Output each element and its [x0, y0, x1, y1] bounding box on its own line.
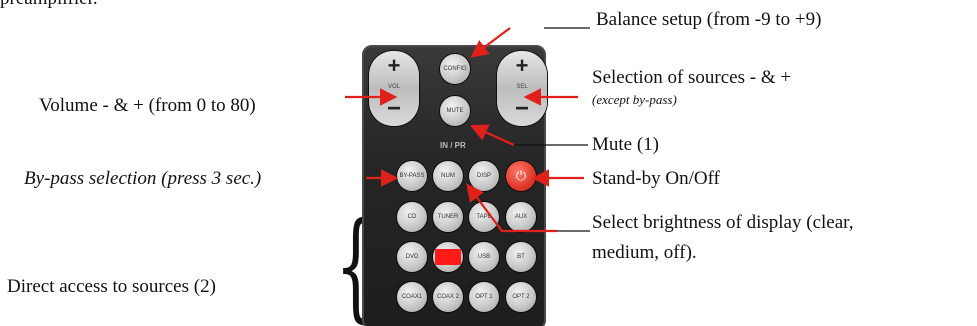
power-button[interactable]: ⏻ — [506, 161, 536, 191]
aux-button[interactable]: AUX — [506, 202, 536, 232]
bt-button[interactable]: BT — [506, 242, 536, 272]
coax1-button[interactable]: COAX1 — [397, 282, 427, 312]
bypass-label: By-pass selection (press 3 sec.) — [24, 168, 262, 189]
source-plus[interactable]: + — [515, 53, 529, 78]
sources-selection-note: (except by-pass) — [592, 92, 677, 107]
brightness-arrow — [466, 183, 557, 233]
opt1-button[interactable]: OPT 1 — [469, 282, 499, 312]
direct-access-label: Direct access to sources (2) — [7, 276, 216, 297]
cd-button[interactable]: CD — [397, 202, 427, 232]
num-button[interactable]: NUM — [433, 161, 463, 191]
balance-label: Balance setup (from -9 to +9) — [596, 9, 822, 30]
volume-plus[interactable]: + — [387, 53, 401, 78]
red-source-button[interactable] — [433, 242, 463, 272]
mute-button[interactable]: MUTE — [440, 96, 470, 126]
bypass-button[interactable]: BY-PASS — [397, 161, 427, 191]
sources-selection-label: Selection of sources - & + — [592, 67, 792, 88]
opt2-button[interactable]: OPT 2 — [506, 282, 536, 312]
volume-label: Volume - & + (from 0 to 80) — [39, 95, 256, 116]
tuner-button[interactable]: TUNER — [433, 202, 463, 232]
red-square-icon — [435, 249, 461, 265]
config-button[interactable]: CONFIG — [440, 54, 470, 84]
top-fragment-text: preamplifier. — [0, 0, 98, 10]
mute-label: Mute (1) — [592, 134, 660, 155]
source-rocker-label: SEL — [516, 84, 528, 90]
standby-label: Stand-by On/Off — [592, 168, 720, 189]
in-pr-label: IN / PR — [440, 141, 466, 150]
dvd-button[interactable]: DVD — [397, 242, 427, 272]
brightness-label-line1: Select brightness of display (clear, — [592, 212, 854, 233]
coax2-button[interactable]: COAX 2 — [433, 282, 463, 312]
volume-rocker-label: VOL — [387, 84, 400, 90]
balance-arrow — [470, 27, 511, 58]
brightness-label-line2: medium, off). — [592, 242, 697, 263]
usb-button[interactable]: USB — [469, 242, 499, 272]
mute-arrow — [469, 124, 515, 147]
